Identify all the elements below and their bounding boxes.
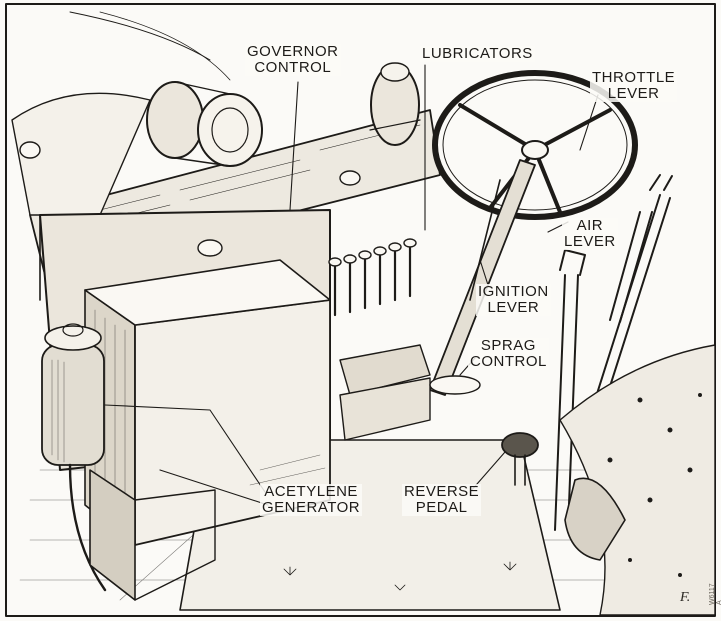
generator-hose [68,463,107,592]
label-lubricators: LUBRICATORS [420,46,535,62]
leader-throttle [579,94,599,151]
acetylene-cylinder [41,344,105,466]
left-fender [11,92,151,216]
label-air-line1: AIR [576,217,604,234]
label-sprag-line2: CONTROL [470,353,547,370]
ignition-rod [469,179,501,301]
label-ignition-lever: IGNITION LEVER [476,284,551,316]
lamp-right [369,62,421,146]
pedals [339,344,481,441]
label-reverse-line1: REVERSE [404,483,480,500]
label-acetylene-line1: ACETYLENE [264,483,358,500]
label-air-lever: AIR LEVER [562,218,618,250]
edge-stamp: W6117 A [709,583,721,605]
label-throttle-line2: LEVER [607,85,660,102]
reverse-pedal-knob [501,432,539,486]
cylinder-cap [44,325,102,351]
pedal-well [564,477,626,561]
gravel-dots [607,393,702,577]
label-governor-line1: GOVERNOR [247,43,339,60]
lamp-left [146,81,263,167]
label-ignition-line2: LEVER [487,299,540,316]
frame-border [5,3,716,617]
label-reverse-pedal: REVERSE PEDAL [402,483,482,516]
label-governor-line2: CONTROL [254,59,332,76]
label-governor-control: GOVERNOR CONTROL [245,44,341,76]
steering-column [429,159,536,396]
lubricator-caps [328,238,417,267]
acetylene-box-top [84,259,331,326]
lubricator-tubes [333,244,412,317]
artist-signature: F. [680,590,691,605]
leader-governor [289,81,299,211]
label-throttle-line1: THROTTLE [592,69,676,86]
label-reverse-line2: PEDAL [415,499,468,516]
floor-mat-tufts [283,561,517,591]
leader-ignition [479,259,489,286]
label-throttle-lever: THROTTLE LEVER [590,69,678,102]
leader-acetylene-1 [104,404,266,493]
label-acetylene-line2: GENERATOR [262,499,361,516]
label-air-line2: LEVER [564,233,616,250]
label-ignition-line1: IGNITION [478,283,549,300]
right-side-levers [554,174,673,531]
label-lubricators-line1: LUBRICATORS [422,45,533,62]
steering-wheel [432,70,638,220]
label-acetylene-generator: ACETYLENE GENERATOR [260,483,363,516]
leader-acetylene-2 [159,469,269,506]
label-sprag-control: SPRAG CONTROL [468,338,549,370]
label-sprag-line1: SPRAG [480,337,536,354]
